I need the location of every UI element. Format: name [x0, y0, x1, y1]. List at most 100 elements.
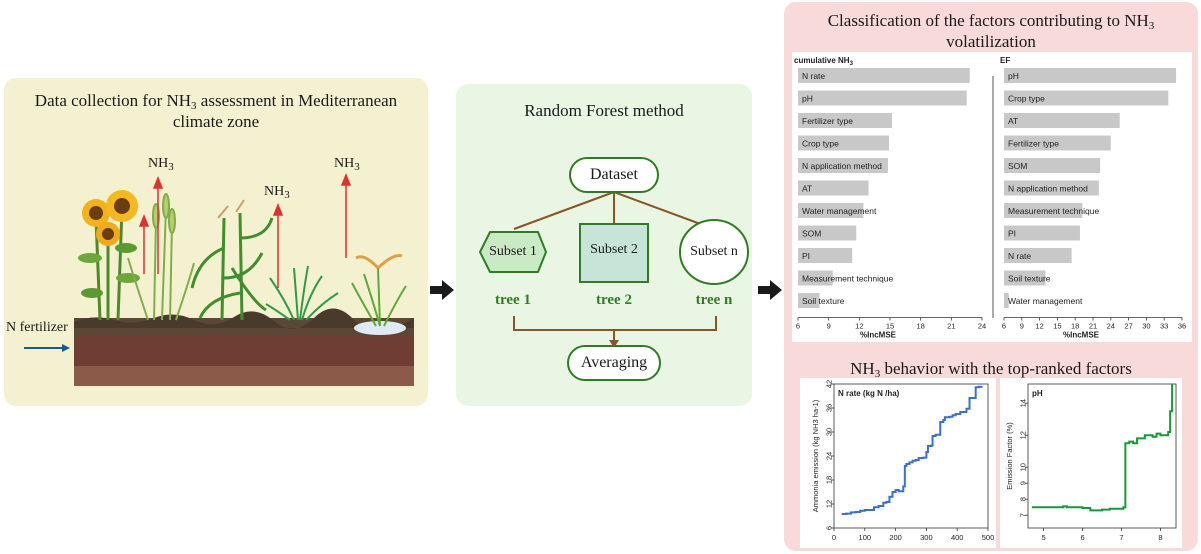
line-yticklabel-0-6: 42 — [825, 380, 834, 388]
dataset-label: Dataset — [590, 166, 638, 183]
bar-xlabel-0: %IncMSE — [860, 331, 897, 340]
bar-label-1-1: Crop type — [1008, 94, 1045, 104]
data-collection-title: Data collection for NH3 assessment in Me… — [4, 90, 428, 132]
soil-surface — [74, 308, 414, 331]
bar-ticklabel-0-6: 24 — [978, 322, 986, 331]
bar-1-6 — [1004, 203, 1083, 218]
bar-ticklabel-0-0: 6 — [796, 322, 800, 331]
bar-1-8 — [1004, 248, 1072, 263]
bar-label-1-8: N rate — [1008, 251, 1031, 261]
flow-arrow-1 — [430, 280, 454, 300]
line-xticklabel-0-4: 400 — [951, 533, 964, 542]
line-xticklabel-0-3: 300 — [920, 533, 933, 542]
bar-ticklabel-1-2: 12 — [1035, 322, 1043, 331]
bar-xlabel-1: %IncMSE — [1063, 331, 1100, 340]
line-xticklabel-0-5: 500 — [982, 533, 995, 542]
tree2-label: tree 2 — [596, 292, 632, 308]
fertilizer-label: N fertilizer — [6, 320, 68, 335]
bar-ticklabel-0-1: 9 — [827, 322, 831, 331]
line-ylabel-0: Ammonia emission (kg NH3 ha-1) — [811, 399, 820, 512]
dataset-node — [569, 157, 659, 193]
wheat-plants — [127, 193, 195, 321]
bar-ticklabel-1-4: 18 — [1071, 322, 1079, 331]
soil-layer-mid — [74, 336, 414, 368]
averaging-arrowhead — [609, 340, 619, 348]
bar-label-1-4: SOM — [1008, 161, 1027, 171]
data-collection-panel: Data collection for NH3 assessment in Me… — [4, 78, 428, 406]
bar-1-9 — [1004, 270, 1046, 286]
title-sub: 3 — [191, 100, 197, 112]
classification-title: Classification of the factors contributi… — [827, 11, 1155, 51]
line-xticklabel-1-1: 6 — [1080, 533, 1084, 542]
subsetn-node — [679, 219, 749, 285]
bar-label-0-0: N rate — [802, 71, 825, 81]
bar-ticklabel-1-8: 30 — [1142, 322, 1150, 331]
field-illustration — [24, 172, 414, 386]
bar-label-1-0: pH — [1008, 71, 1019, 81]
line-yticklabel-0-3: 24 — [825, 452, 834, 460]
grass-plants — [265, 265, 339, 321]
random-forest-panel: Random Forest method Dataset Subset 1 Su… — [456, 84, 752, 406]
bar-0-9 — [798, 270, 833, 286]
bar-0-10 — [798, 293, 820, 308]
tree1-label: tree 1 — [495, 292, 531, 308]
averaging-label: Averaging — [580, 354, 648, 371]
line-xticklabel-1-0: 5 — [1041, 533, 1045, 542]
line-yticklabel-1-0: 7 — [1019, 513, 1028, 517]
bar-1-2 — [1004, 113, 1120, 128]
bar-ticklabel-0-2: 12 — [855, 322, 863, 331]
bar-ticklabel-1-7: 27 — [1124, 322, 1132, 331]
bar-0-4 — [798, 158, 888, 173]
water-puddle — [354, 321, 406, 335]
line-yticklabel-0-0: 6 — [825, 526, 834, 530]
bar-0-1 — [798, 90, 967, 106]
flow-arrow-2 — [758, 280, 782, 300]
line-frame-0 — [833, 383, 989, 529]
bar-label-0-8: PI — [802, 251, 810, 261]
line-title-1: pH — [1032, 389, 1043, 398]
bar-0-3 — [798, 135, 889, 151]
bar-label-0-6: Water management — [802, 206, 877, 216]
line-yticklabel-1-3: 10 — [1019, 463, 1028, 471]
bar-label-0-2: Fertilizer type — [802, 116, 853, 126]
nh3-label-2: NH3 — [264, 184, 290, 201]
bar-1-7 — [1004, 225, 1080, 241]
connector-lines — [513, 191, 717, 342]
bar-ticklabel-1-3: 15 — [1053, 322, 1061, 331]
random-forest-diagram — [479, 157, 749, 381]
rice-plant — [351, 254, 407, 327]
bar-1-5 — [1004, 180, 1099, 196]
bar-label-0-10: Soil texture — [802, 296, 845, 306]
line-yticklabel-0-2: 18 — [825, 476, 834, 484]
line-xticklabel-0-1: 100 — [859, 533, 872, 542]
line-frame-1 — [1027, 383, 1177, 529]
bar-0-7 — [798, 225, 857, 241]
subset2-node — [579, 223, 649, 283]
bar-0-8 — [798, 248, 853, 263]
line-title-0: N rate (kg N /ha) — [838, 389, 900, 398]
title-tail: assessment in Mediterranean — [196, 91, 398, 110]
nh3-label-1: NH3 — [148, 156, 174, 173]
line-ylabel-1: Emission Factor (%) — [1005, 422, 1014, 490]
bar-ticklabel-1-10: 36 — [1178, 322, 1186, 331]
bar-label-1-2: AT — [1008, 116, 1018, 126]
line-yticklabel-1-2: 9 — [1019, 481, 1028, 485]
sunflower-plants — [78, 190, 140, 321]
bar-label-0-4: N application method — [802, 161, 882, 171]
bar-label-1-10: Water management — [1008, 296, 1083, 306]
bar-0-0 — [798, 68, 970, 83]
bar-ticklabel-0-4: 18 — [916, 322, 924, 331]
line-yticklabel-1-5: 14 — [1019, 399, 1028, 407]
line-series-1 — [1031, 384, 1174, 512]
nh3-label-3: NH3 — [334, 156, 360, 173]
bar-ticklabel-0-3: 15 — [886, 322, 894, 331]
subset1-node — [479, 231, 547, 273]
subset2-label: Subset 2 — [590, 242, 638, 257]
bar-label-0-5: AT — [802, 184, 812, 194]
bar-1-0 — [1004, 68, 1177, 83]
bar-0-5 — [798, 180, 869, 196]
line-yticklabel-0-4: 30 — [825, 428, 834, 436]
bar-label-1-6: Measurement technique — [1008, 206, 1099, 216]
line-xticklabel-0-0: 0 — [832, 533, 836, 542]
